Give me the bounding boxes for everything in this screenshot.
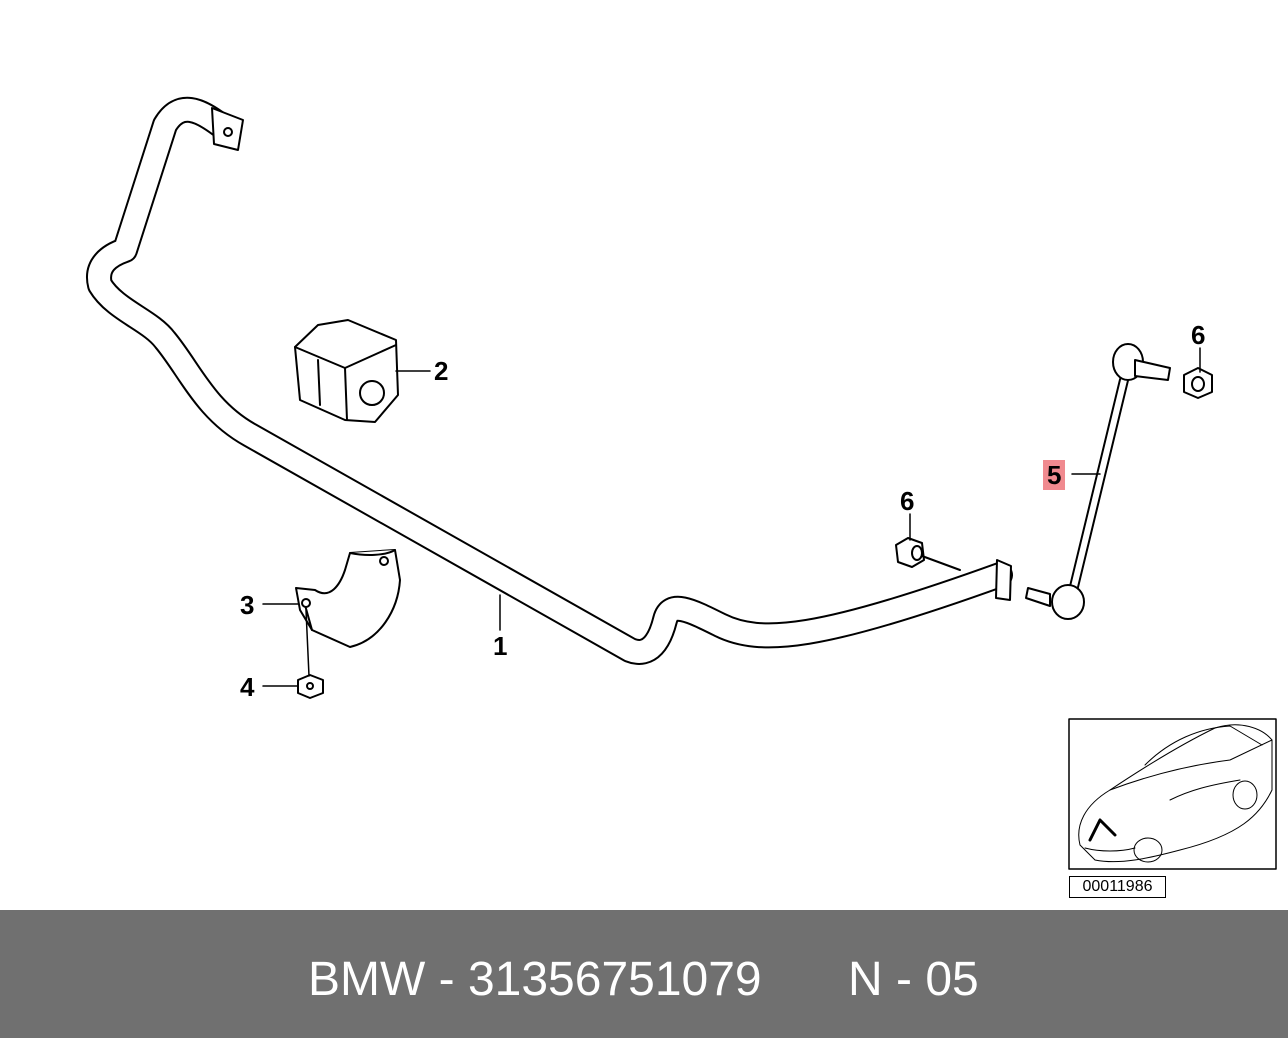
callout-6-lower: 6: [900, 486, 915, 516]
variant-label: N - 05: [848, 953, 979, 1006]
flange-nut-part-4: [297, 674, 324, 699]
footer-bar: BMW - 31356751079 N - 05: [0, 910, 1288, 1038]
leader-lines: [262, 347, 1201, 687]
footer-text: BMW - 31356751079 N - 05: [0, 910, 1288, 1038]
self-locking-nut-upper: [1183, 367, 1213, 399]
stabilizer-link: [1025, 343, 1171, 620]
callout-5: 5: [1043, 460, 1066, 490]
vehicle-location-inset: [1068, 718, 1277, 870]
callout-6-upper: 6: [1191, 320, 1206, 350]
callout-2: 2: [434, 356, 449, 386]
diagram-reference-code: 00011986: [1069, 876, 1166, 898]
stabilizer-bar: [86, 96, 1013, 665]
self-locking-nut-lower: [895, 537, 961, 571]
callout-1: 1: [493, 631, 508, 661]
bushing-bracket: [295, 549, 401, 648]
stabilizer-parts-diagram: [86, 96, 1277, 870]
callout-3: 3: [240, 590, 255, 620]
callout-4: 4: [240, 672, 255, 702]
part-number-label: BMW - 31356751079: [308, 953, 762, 1006]
rubber-bushing: [294, 319, 399, 423]
